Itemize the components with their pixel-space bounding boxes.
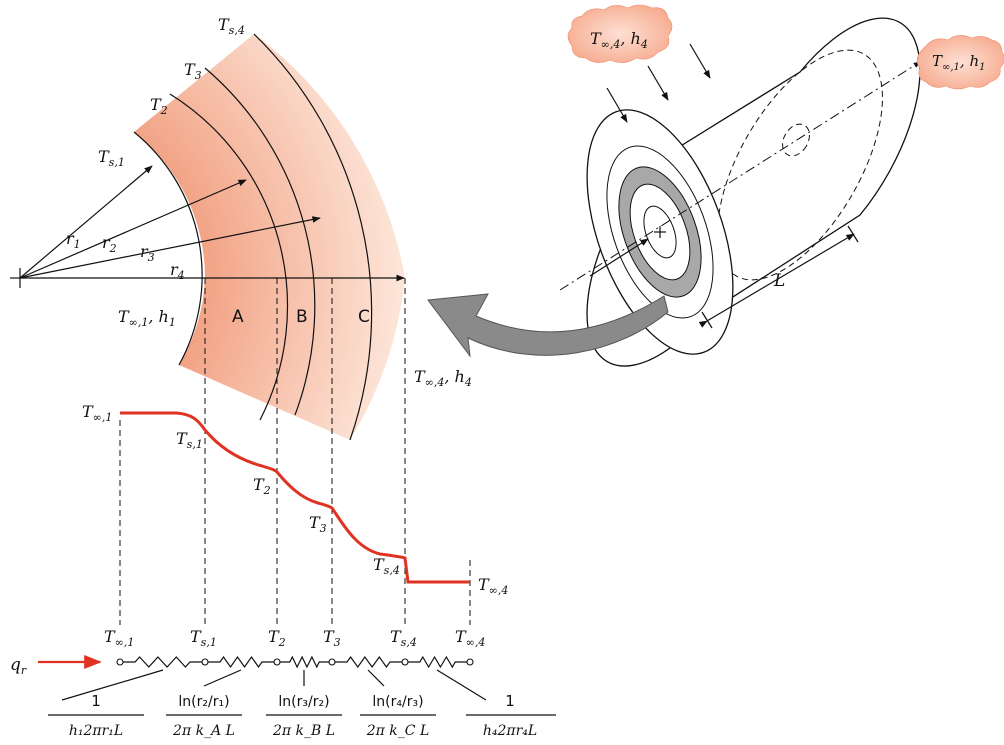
heat-rate-label: qr <box>10 655 27 677</box>
surface-label-t2: T2 <box>150 95 168 117</box>
resistance-expr-conv-outer: 1 h₄2πr₄L <box>466 692 556 739</box>
temperature-profile-line <box>120 411 470 584</box>
ring-label-b: B <box>296 307 308 327</box>
interface-arc-bc <box>204 67 316 416</box>
resistance-num: ln(r₃/r₂) <box>278 694 329 710</box>
length-dimension-line <box>698 233 855 328</box>
radius-arrow-r2 <box>19 179 247 279</box>
profile-label-tinf1: T∞,1 <box>82 402 112 424</box>
outer-flow-arrow <box>689 43 711 79</box>
inner-surface-arc <box>133 131 203 366</box>
outer-flow-arrow <box>606 87 628 123</box>
cylinder-inner-hole-back <box>782 123 810 157</box>
surface-label-ts1: Ts,1 <box>98 147 125 169</box>
resistor-cond-a <box>208 655 274 669</box>
radius-label-r3: r3 <box>140 242 155 264</box>
profile-label-t2: T2 <box>253 475 271 497</box>
radius-label-r2: r2 <box>102 233 117 255</box>
resistor-conv-inner <box>123 656 202 668</box>
inner-flow-arrow <box>589 238 649 277</box>
ring-label-a: A <box>232 307 244 327</box>
circuit-node-label-ts1: Ts,1 <box>190 627 217 649</box>
resistance-num: ln(r₄/r₃) <box>372 694 423 710</box>
resistance-num: 1 <box>91 692 101 710</box>
radius-arrow-r1 <box>19 165 153 279</box>
resistance-den: 2π k_C L <box>366 723 430 739</box>
interface-arc-ab <box>169 93 289 421</box>
circuit-node-label-ts4: Ts,4 <box>390 627 417 649</box>
wall-section: r1 r2 r3 r4 Ts,4 T3 T2 Ts,1 T∞,1, h1 T∞,… <box>10 15 472 441</box>
wall-fill <box>134 34 405 440</box>
length-label: L <box>773 271 785 291</box>
cylinder-axis <box>559 61 921 291</box>
resistance-expr-cond-c: ln(r₄/r₃) 2π k_C L <box>360 694 436 739</box>
resistor-conv-outer <box>408 655 467 669</box>
inner-fluid-cloud-label: T∞,1, h1 <box>932 52 985 73</box>
resistor-chain <box>116 655 474 669</box>
ring-label-c: C <box>358 307 370 327</box>
inner-fluid-cloud <box>916 35 1004 90</box>
profile-label-t3: T3 <box>309 513 327 535</box>
circuit-node-label-t2: T2 <box>268 627 286 649</box>
resistance-den: h₁2πr₁L <box>69 723 123 739</box>
outer-surface-arc <box>253 33 373 441</box>
resistance-expr-conv-inner: 1 h₁2πr₁L <box>48 692 144 739</box>
temperature-profile: T∞,1 Ts,1 T2 T3 Ts,4 T∞,4 <box>82 402 508 597</box>
profile-label-tinf4: T∞,4 <box>478 575 508 597</box>
outer-fluid-cloud-label: T∞,4, h4 <box>590 29 648 51</box>
radius-label-r1: r1 <box>66 229 81 251</box>
outer-fluid-cloud <box>567 4 673 63</box>
resistor-cond-b <box>280 655 329 669</box>
circuit-node <box>201 658 209 666</box>
circuit-node <box>328 658 336 666</box>
cylinder-illustration: L T∞,4, h4 T∞,1, h1 <box>427 4 1004 367</box>
surface-label-ts4: Ts,4 <box>218 15 245 37</box>
profile-label-ts1: Ts,1 <box>176 429 203 451</box>
resistance-den: 2π k_B L <box>272 723 335 739</box>
resistance-num: 1 <box>505 692 515 710</box>
resistance-expr-cond-a: ln(r₂/r₁) 2π k_A L <box>166 694 242 739</box>
profile-label-ts4: Ts,4 <box>373 555 400 577</box>
inner-fluid-label: T∞,1, h1 <box>118 307 176 329</box>
circuit-node <box>116 658 124 666</box>
circuit-node <box>273 658 281 666</box>
circuit-node <box>466 658 474 666</box>
surface-label-t3: T3 <box>184 60 202 82</box>
radius-label-r4: r4 <box>170 260 185 282</box>
resistance-den: 2π k_A L <box>172 723 235 739</box>
outer-fluid-label: T∞,4, h4 <box>414 367 472 389</box>
thermal-circuit: T∞,1 Ts,1 T2 T3 Ts,4 T∞,4 qr 1 h₁2πr₁L l… <box>10 627 556 739</box>
drop-lines <box>119 278 471 625</box>
circuit-node <box>401 658 409 666</box>
resistance-num: ln(r₂/r₁) <box>178 694 229 710</box>
resistance-den: h₄2πr₄L <box>483 723 537 739</box>
resistor-cond-c <box>335 655 402 669</box>
outer-flow-arrow <box>647 65 669 101</box>
circuit-node-label-t3: T3 <box>323 627 341 649</box>
circuit-node-label-tinf4: T∞,4 <box>455 627 485 649</box>
resistance-expr-cond-b: ln(r₃/r₂) 2π k_B L <box>266 694 342 739</box>
circuit-node-label-tinf1: T∞,1 <box>104 627 134 649</box>
section-callout-arrow <box>427 293 669 358</box>
radius-arrow-r3 <box>19 216 321 279</box>
